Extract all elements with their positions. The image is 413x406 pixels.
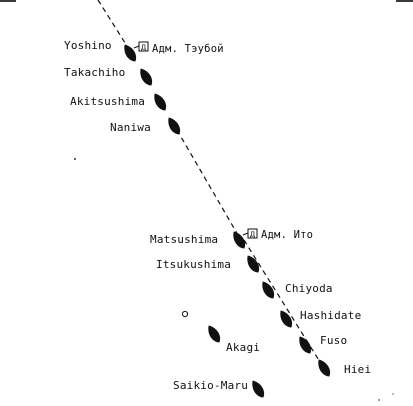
flag-symbol-column-2: Д <box>250 231 256 239</box>
course-line-column-2 <box>243 239 326 371</box>
ship-matsushima-silhouette <box>233 231 246 249</box>
ship-label-akitsushima: Akitsushima <box>70 95 146 108</box>
ship-label-chiyoda: Chiyoda <box>285 282 333 295</box>
ship-label-saikio-maru: Saikio-Maru <box>173 379 249 392</box>
top-frame-left <box>0 0 16 2</box>
speck-3 <box>392 393 394 395</box>
ship-label-yoshino: Yoshino <box>64 39 112 52</box>
ship-takachiho-silhouette <box>140 68 153 86</box>
ship-label-itsukushima: Itsukushima <box>156 258 232 271</box>
ship-itsukushima-silhouette <box>247 255 260 273</box>
ship-naniwa-silhouette <box>168 117 181 135</box>
ship-chiyoda-silhouette <box>262 281 275 299</box>
ship-hashidate-silhouette <box>280 310 293 328</box>
ship-label-naniwa: Naniwa <box>110 121 151 134</box>
speck-2 <box>378 399 380 401</box>
speck-1 <box>74 158 76 160</box>
ship-label-hashidate: Hashidate <box>300 309 362 322</box>
flag-label-column-2: Адм. Ито <box>261 229 314 241</box>
ship-label-takachiho: Takachiho <box>64 66 126 79</box>
course-line-connector <box>176 129 239 236</box>
ship-label-matsushima: Matsushima <box>150 233 219 246</box>
flag-marker-column-2: Д <box>242 228 258 239</box>
ship-fuso-silhouette <box>299 336 312 354</box>
ship-hiei-silhouette <box>318 359 331 377</box>
ship-akagi-silhouette <box>208 325 221 343</box>
flag-symbol-column-1: Д <box>141 44 147 52</box>
ship-label-fuso: Fuso <box>320 334 348 347</box>
course-line-column-1 <box>97 0 128 47</box>
ship-akitsushima-silhouette <box>154 93 167 111</box>
ship-label-hiei: Hiei <box>344 363 372 376</box>
ship-yoshino-silhouette <box>124 44 137 62</box>
buoy-marker <box>181 310 189 318</box>
ship-label-akagi: Akagi <box>226 341 261 354</box>
ship-saikio-maru-silhouette <box>252 380 265 398</box>
top-frame-right <box>396 0 413 2</box>
flag-marker-column-1: Д <box>133 41 149 52</box>
flag-label-column-1: Адм. Тэубой <box>152 43 224 55</box>
